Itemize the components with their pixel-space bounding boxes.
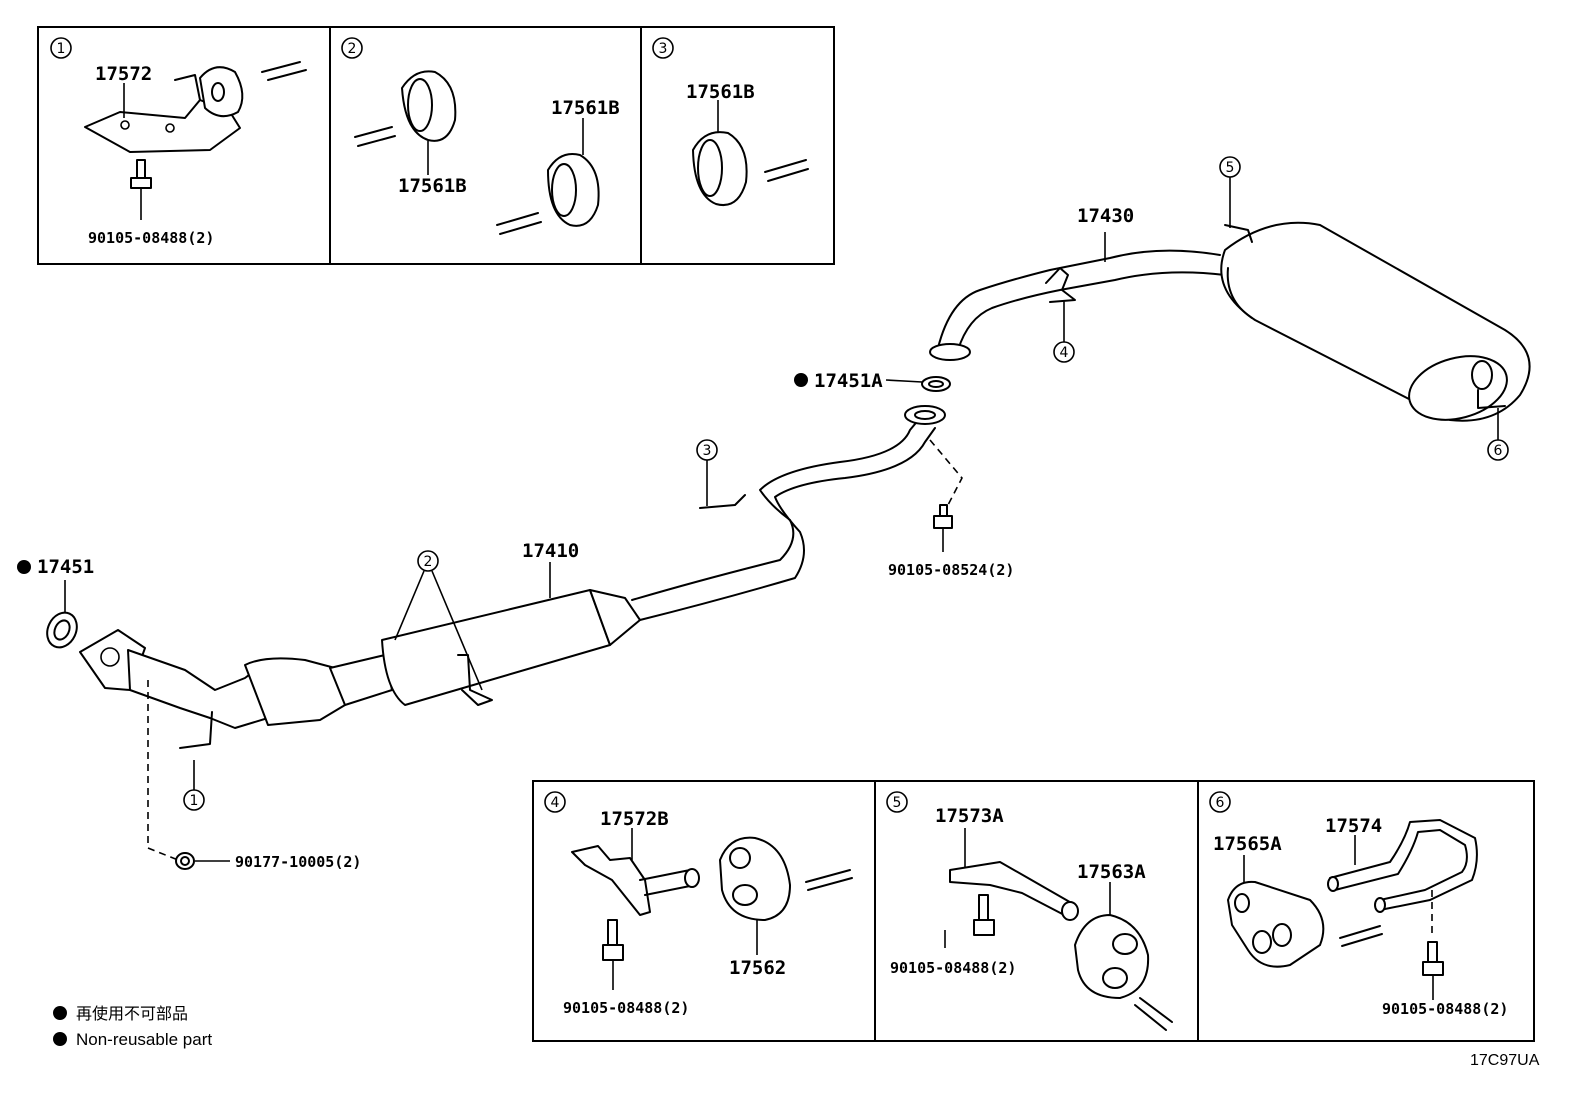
non-reusable-dot-icon [53, 1032, 67, 1046]
tail-pipe-17430: 17430 [929, 205, 1531, 422]
gasket-17451A: 17451A [794, 370, 951, 392]
detail-box-4-number: 4 [551, 795, 560, 811]
figure-code: 17C97UA [1470, 1052, 1540, 1069]
part-number-17410: 17410 [522, 540, 579, 562]
part-number-17572: 17572 [95, 63, 152, 85]
non-reusable-dot-icon [794, 373, 808, 387]
part-number-17451A: 17451A [814, 370, 883, 392]
part-number-17573A: 17573A [935, 805, 1004, 827]
svg-text:4: 4 [1060, 345, 1069, 361]
svg-text:1: 1 [190, 793, 199, 809]
part-number-17561B-c: 17561B [686, 81, 755, 103]
callout-5: 5 [1219, 156, 1241, 228]
part-number-17565A: 17565A [1213, 833, 1282, 855]
detail-box-3: 3 17561B [640, 26, 835, 265]
callout-2: 2 [394, 550, 483, 691]
part-number-90105-08524: 90105-08524(2) [888, 561, 1014, 579]
detail-box-5: 5 17573A 90105-08488(2) 17563A [874, 780, 1199, 1042]
hanger-bracket-17572B [571, 845, 651, 916]
legend-english: Non-reusable part [76, 1030, 212, 1049]
detail-box-6: 6 17565A 90105-08488(2) 17574 [1197, 780, 1535, 1042]
front-pipe-17410: 17410 90177-10005(2) 90105-08524(2) [79, 405, 1014, 871]
part-number-17563A: 17563A [1077, 861, 1146, 883]
detail-box-5-number: 5 [893, 795, 902, 811]
detail-box-2: 2 17561B 17561B [329, 26, 642, 265]
part-number-90105-08488-box6: 90105-08488(2) [1382, 1000, 1508, 1018]
part-number-90105-08488-box4: 90105-08488(2) [563, 999, 689, 1017]
part-number-17561B-b: 17561B [551, 97, 620, 119]
part-number-17574: 17574 [1325, 815, 1382, 837]
svg-text:5: 5 [1226, 160, 1235, 176]
part-number-17430: 17430 [1077, 205, 1134, 227]
callout-6: 6 [1487, 408, 1509, 461]
rubber-hanger-17562 [719, 836, 791, 921]
part-number-90105-08488-box1: 90105-08488(2) [88, 229, 214, 247]
svg-text:2: 2 [424, 554, 433, 570]
part-number-17562: 17562 [729, 957, 786, 979]
callout-1: 1 [183, 760, 205, 811]
gasket-17451: 17451 [17, 556, 94, 649]
hanger-rod-17574 [1329, 819, 1478, 911]
part-number-17561B-a: 17561B [398, 175, 467, 197]
part-number-90105-08488-box5: 90105-08488(2) [890, 959, 1016, 977]
detail-box-1: 1 17572 90105-08488(2) [37, 26, 331, 265]
hanger-bracket-17565A [1227, 880, 1325, 968]
non-reusable-dot-icon [53, 1006, 67, 1020]
detail-box-1-number: 1 [57, 41, 66, 57]
detail-box-3-number: 3 [659, 41, 668, 57]
detail-box-6-number: 6 [1216, 795, 1225, 811]
callout-3: 3 [696, 439, 718, 506]
detail-box-4: 4 17572B 90105-08488(2) 17562 [532, 780, 876, 1042]
callout-4: 4 [1053, 300, 1075, 363]
legend-japanese: 再使用不可部品 [76, 1004, 188, 1023]
legend: 再使用不可部品 Non-reusable part [53, 1004, 212, 1049]
svg-text:3: 3 [703, 443, 712, 459]
svg-text:6: 6 [1494, 443, 1503, 459]
detail-box-2-number: 2 [348, 41, 357, 57]
hanger-bracket-17573A [949, 861, 1076, 919]
part-number-90177-10005: 90177-10005(2) [235, 853, 361, 871]
part-number-17451: 17451 [37, 556, 94, 578]
non-reusable-dot-icon [17, 560, 31, 574]
part-number-17572B: 17572B [600, 808, 669, 830]
